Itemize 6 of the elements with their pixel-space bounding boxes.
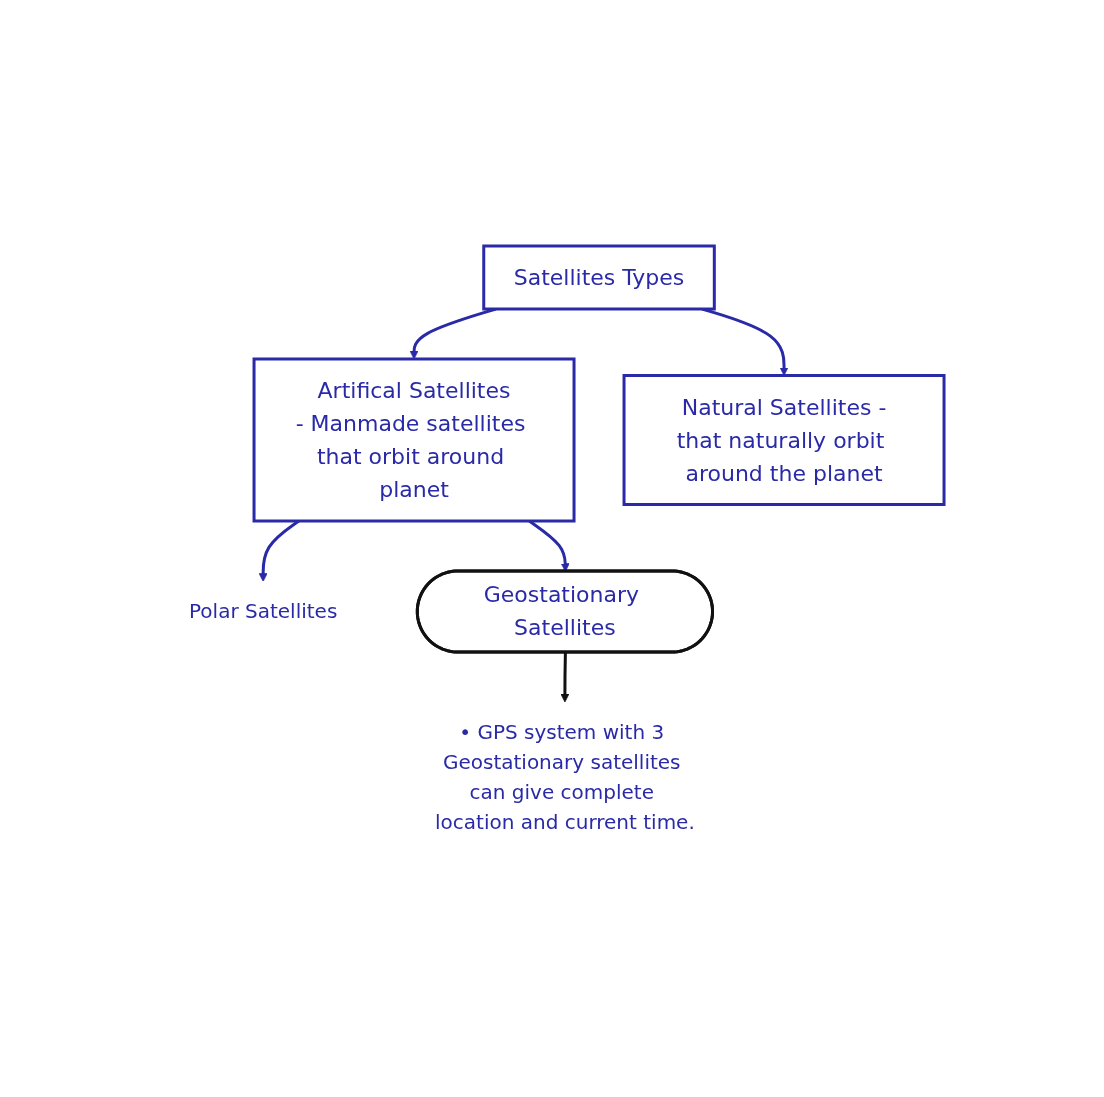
node-text: • GPS system with 3 Geostationary satellites can give complete location and current time. — [435, 719, 696, 834]
node-box: Satellites Types — [482, 244, 717, 310]
node-text: Polar Satellites — [189, 599, 338, 623]
arrow — [561, 651, 570, 702]
node-box: Natural Satellites - that naturally orbit around the planet — [623, 373, 946, 506]
node-box: Artifical Satellites - Manmade satellites that orbit around planet — [253, 357, 576, 522]
